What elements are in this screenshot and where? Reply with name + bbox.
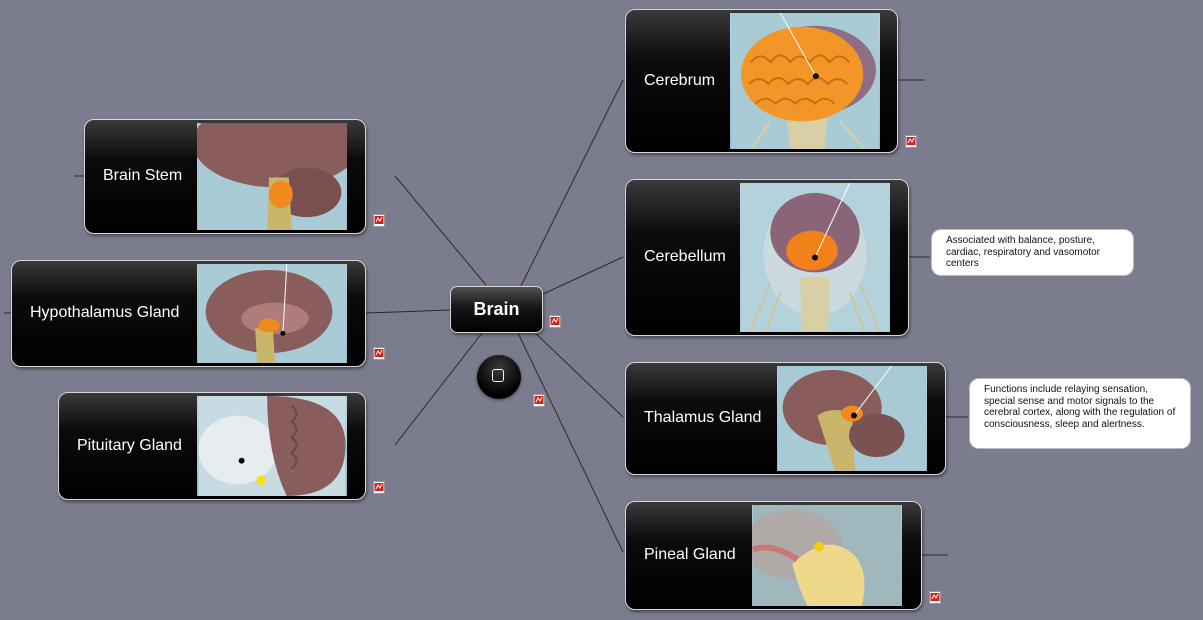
square-icon: [492, 369, 504, 382]
topic-thalamus-gland[interactable]: Thalamus Gland: [625, 362, 946, 475]
pineal-image: [752, 505, 902, 606]
note-text: Associated with balance, posture, cardia…: [946, 235, 1100, 269]
topic-cerebrum[interactable]: Cerebrum: [625, 9, 898, 153]
topic-hypothalamus-gland[interactable]: Hypothalamus Gland: [11, 260, 366, 367]
thalamus-image: [777, 366, 927, 471]
topic-brain-stem[interactable]: Brain Stem: [84, 119, 366, 234]
topic-label: Cerebrum: [644, 72, 716, 89]
note-text: Functions include relaying sensation, sp…: [984, 384, 1176, 430]
pituitary-image: [197, 396, 347, 496]
topic-label: Pineal Gland: [644, 546, 736, 563]
pdf-attachment-icon[interactable]: [373, 347, 385, 360]
cerebellum-note: Associated with balance, posture, cardia…: [931, 229, 1134, 276]
map-overview-button[interactable]: [477, 355, 521, 399]
central-topic-brain[interactable]: Brain: [450, 286, 543, 333]
pdf-attachment-icon[interactable]: [373, 214, 385, 227]
topic-label: Pituitary Gland: [77, 437, 182, 454]
cerebrum-image: [730, 13, 880, 149]
brain-stem-image: [197, 123, 347, 230]
thalamus-note: Functions include relaying sensation, sp…: [969, 378, 1191, 449]
topic-label: Hypothalamus Gland: [30, 304, 180, 321]
pdf-attachment-icon[interactable]: [549, 315, 561, 328]
topic-cerebellum[interactable]: Cerebellum: [625, 179, 909, 336]
pdf-attachment-icon[interactable]: [905, 135, 917, 148]
pdf-attachment-icon[interactable]: [373, 481, 385, 494]
topic-label: Cerebellum: [644, 248, 726, 265]
topic-pituitary-gland[interactable]: Pituitary Gland: [58, 392, 366, 500]
topic-pineal-gland[interactable]: Pineal Gland: [625, 501, 922, 610]
pdf-attachment-icon[interactable]: [533, 394, 545, 407]
central-topic-label: Brain: [473, 299, 520, 319]
topic-label: Brain Stem: [103, 167, 183, 184]
pdf-attachment-icon[interactable]: [929, 591, 941, 604]
hypothalamus-image: [197, 264, 347, 363]
cerebellum-image: [740, 183, 890, 332]
topic-label: Thalamus Gland: [644, 409, 762, 426]
